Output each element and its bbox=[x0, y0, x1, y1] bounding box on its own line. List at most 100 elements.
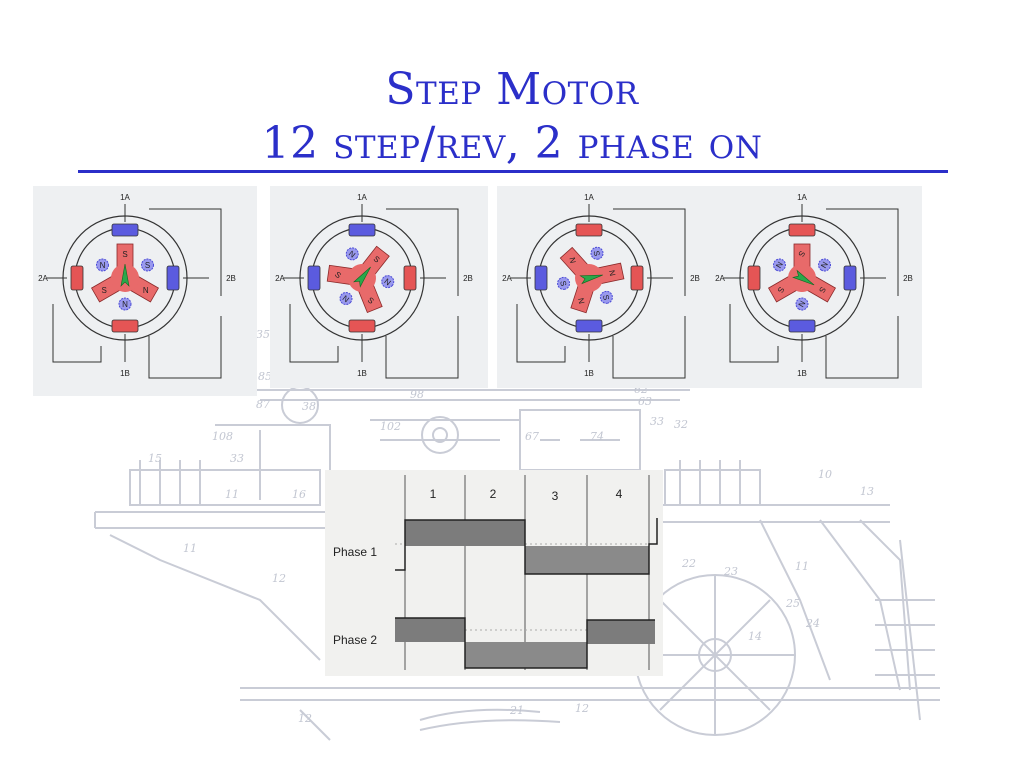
step-label-2: 2 bbox=[490, 487, 497, 501]
rotor-pole-letter: S bbox=[817, 285, 827, 294]
coil-label-2a: 2A bbox=[502, 274, 512, 283]
coil-label-1a: 1A bbox=[357, 193, 367, 202]
svg-text:74: 74 bbox=[590, 430, 604, 443]
rotor-direction-arrow bbox=[579, 274, 603, 285]
coil-label-2a: 2A bbox=[275, 274, 285, 283]
coil-label-1b: 1B bbox=[797, 369, 807, 378]
rotor-pole-letter: N bbox=[122, 300, 128, 309]
coil-label-1b: 1B bbox=[120, 369, 130, 378]
rotor-direction-arrow bbox=[792, 269, 815, 286]
svg-text:12: 12 bbox=[575, 702, 589, 715]
rotor-pole-letter: N bbox=[347, 249, 357, 260]
rotor-pole-letter: S bbox=[601, 294, 611, 301]
svg-text:15: 15 bbox=[148, 452, 162, 465]
stator-pole-bottom bbox=[575, 319, 603, 333]
stator-pole-bottom bbox=[348, 319, 376, 333]
rotor-direction-arrow bbox=[120, 263, 130, 287]
svg-text:63: 63 bbox=[638, 395, 652, 408]
wire bbox=[613, 208, 686, 296]
coil-label-2b: 2B bbox=[226, 274, 236, 283]
rotor-pole-letter: N bbox=[382, 277, 392, 288]
stator-pole-left bbox=[534, 265, 548, 291]
timing-diagram-svg: 1 2 3 4 Phase 1 Phase 2 bbox=[333, 475, 658, 670]
step-label-4: 4 bbox=[616, 487, 623, 501]
coil-label-1b: 1B bbox=[584, 369, 594, 378]
rotor-pole-letter: S bbox=[592, 250, 602, 257]
svg-text:11: 11 bbox=[225, 488, 239, 501]
step-label-3: 3 bbox=[552, 489, 559, 503]
phase-1-label: Phase 1 bbox=[333, 545, 377, 559]
rotor-pole-letter: N bbox=[341, 294, 351, 305]
rotor-pole-letter: S bbox=[102, 286, 107, 295]
svg-text:22: 22 bbox=[681, 557, 696, 570]
coil-label-2a: 2A bbox=[38, 274, 48, 283]
svg-text:35: 35 bbox=[256, 328, 270, 341]
svg-text:12: 12 bbox=[272, 572, 286, 585]
rotor-pole-letter: S bbox=[366, 295, 376, 305]
svg-text:98: 98 bbox=[410, 388, 424, 401]
stator-pole-top bbox=[111, 223, 139, 237]
stator-pole-left bbox=[307, 265, 321, 291]
svg-text:11: 11 bbox=[183, 542, 197, 555]
svg-text:32: 32 bbox=[674, 418, 688, 431]
rotor-pole-letter: N bbox=[819, 260, 830, 270]
rotor-pole-letter: N bbox=[774, 260, 785, 270]
coil-label-1b: 1B bbox=[357, 369, 367, 378]
coil-label-2b: 2B bbox=[690, 274, 700, 283]
rotor: S N S N S N bbox=[768, 243, 836, 311]
rotor-pole-letter: S bbox=[558, 280, 568, 287]
svg-text:85: 85 bbox=[258, 370, 272, 383]
rotor-pole-letter: N bbox=[607, 269, 617, 277]
title-underline bbox=[78, 170, 948, 173]
svg-text:21: 21 bbox=[509, 704, 524, 717]
svg-text:16: 16 bbox=[292, 488, 306, 501]
svg-text:25: 25 bbox=[785, 597, 800, 610]
stator-pole-right bbox=[403, 265, 417, 291]
phase-1-waveform bbox=[395, 518, 658, 575]
rotor-pole-letter: S bbox=[372, 254, 382, 264]
rotor-pole-letter: N bbox=[576, 297, 586, 305]
coil-label-1a: 1A bbox=[584, 193, 594, 202]
svg-text:102: 102 bbox=[380, 420, 401, 433]
motor-diagram-svg: N S N S N S 1A 1B 2A 2B bbox=[502, 193, 700, 379]
svg-text:67: 67 bbox=[525, 430, 539, 443]
rotor-direction-arrow bbox=[353, 266, 371, 288]
svg-text:10: 10 bbox=[818, 468, 832, 481]
rotor-pole-letter: S bbox=[333, 270, 343, 280]
coil-label-1a: 1A bbox=[120, 193, 130, 202]
coil-label-2b: 2B bbox=[463, 274, 473, 283]
svg-text:33: 33 bbox=[230, 452, 244, 465]
rotor-pole-letter: N bbox=[796, 299, 807, 309]
phase-timing-diagram: 1 2 3 4 Phase 1 Phase 2 bbox=[325, 470, 663, 676]
svg-text:23: 23 bbox=[723, 565, 738, 578]
coil-label-2b: 2B bbox=[903, 274, 913, 283]
svg-text:12: 12 bbox=[298, 712, 312, 725]
step-label-1: 1 bbox=[430, 487, 437, 501]
phase-2-label: Phase 2 bbox=[333, 633, 377, 647]
slide-title-line-1: Step Motor bbox=[385, 64, 639, 115]
svg-text:38: 38 bbox=[302, 400, 316, 413]
wire bbox=[826, 208, 899, 296]
wire bbox=[149, 208, 222, 296]
svg-text:87: 87 bbox=[256, 398, 270, 411]
rotor-pole-letter: S bbox=[776, 285, 786, 294]
slide-title-line-2: 12 step/rev, 2 phase on bbox=[261, 118, 763, 169]
svg-text:33: 33 bbox=[650, 415, 664, 428]
stator-pole-top bbox=[348, 223, 376, 237]
rotor-pole-letter: S bbox=[796, 249, 806, 258]
stator-pole-left bbox=[747, 265, 761, 291]
rotor-pole-letter: N bbox=[100, 261, 106, 270]
stator-pole-right bbox=[630, 265, 644, 291]
svg-text:13: 13 bbox=[860, 485, 874, 498]
stator-pole-top bbox=[575, 223, 603, 237]
rotor-pole-letter: S bbox=[145, 261, 150, 270]
coil-label-2a: 2A bbox=[715, 274, 725, 283]
rotor-pole-letter: N bbox=[567, 257, 577, 265]
